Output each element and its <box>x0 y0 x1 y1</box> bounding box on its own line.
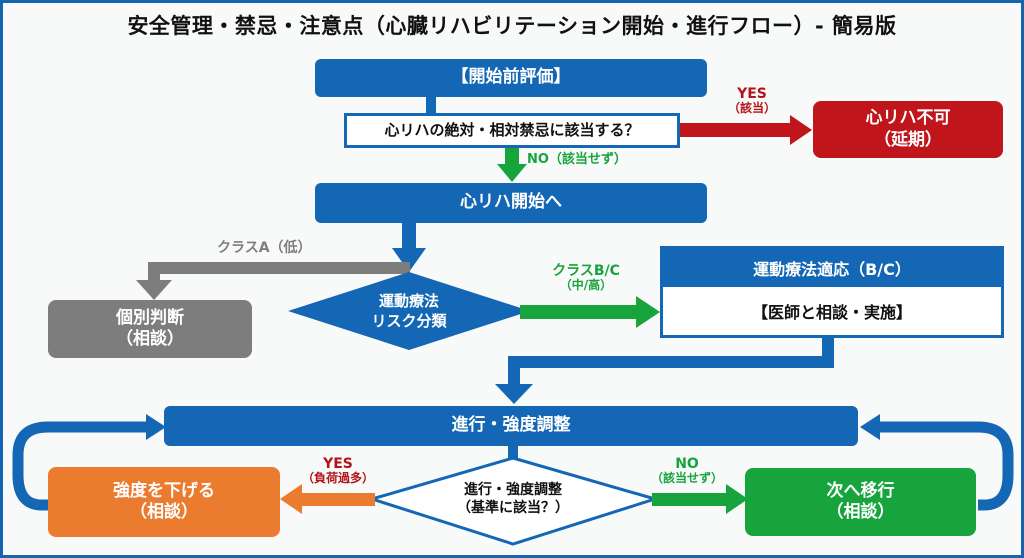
connector-progression-question <box>508 444 518 460</box>
arrow-prog-yes <box>280 484 375 514</box>
lower-intensity-box: 強度を下げる （相談） <box>48 467 280 537</box>
progression-label: 進行・強度調整 <box>451 415 571 436</box>
individual-judgment-box: 個別判断 （相談） <box>48 300 252 358</box>
contra-no-label: NO（該当せず） <box>527 152 627 167</box>
class-bc-label: クラスB/C （中/高） <box>552 263 620 293</box>
progression-diamond-shape <box>366 456 661 546</box>
exercise-indication-header: 運動療法適応（B/C） <box>753 260 911 279</box>
arrow-contra-yes <box>680 115 812 145</box>
prog-no-label: NO （該当せず） <box>650 456 723 486</box>
contraindication-question-box: 心リハの絶対・相対禁忌に該当する？ <box>344 113 680 148</box>
rehab-not-possible-box: 心リハ不可 （延期） <box>813 101 1003 158</box>
arrow-bc-progression <box>495 336 834 404</box>
arrow-prog-no <box>652 484 748 514</box>
exercise-indication-body: 【医師と相談・実施】 <box>663 287 1001 335</box>
start-rehab-label: 心リハ開始へ <box>460 192 562 213</box>
arrow-start-risk <box>392 222 426 272</box>
risk-classification-diamond: 運動療法 リスク分類 <box>371 292 447 330</box>
risk-diamond-shape <box>288 272 530 350</box>
next-step-box: 次へ移行 （相談） <box>745 468 976 536</box>
connector-pre-eval-question <box>426 96 436 116</box>
diagram-title: 安全管理・禁忌・注意点（心臓リハビリテーション開始・進行フロー）- 簡易版 <box>127 14 897 38</box>
arrow-loop-right <box>860 414 1014 511</box>
pre-evaluation-box: 【開始前評価】 <box>315 59 707 97</box>
contra-yes-label: YES （該当） <box>727 86 776 116</box>
prog-yes-label: YES （負荷過多） <box>301 456 374 486</box>
progression-box: 進行・強度調整 <box>164 406 858 446</box>
arrow-class-a <box>136 262 410 300</box>
pre-evaluation-label: 【開始前評価】 <box>451 67 571 88</box>
exercise-indication-box: 運動療法適応（B/C） 【医師と相談・実施】 <box>660 246 1004 338</box>
class-a-label: クラスA（低） <box>217 240 312 256</box>
progression-question-diamond: 進行・強度調整 （基準に該当？） <box>457 482 569 517</box>
contraindication-question-label: 心リハの絶対・相対禁忌に該当する？ <box>384 121 640 140</box>
start-rehab-box: 心リハ開始へ <box>315 183 707 223</box>
arrow-loop-left <box>12 414 166 511</box>
arrow-class-bc <box>520 296 660 328</box>
arrow-contra-no <box>497 147 527 182</box>
